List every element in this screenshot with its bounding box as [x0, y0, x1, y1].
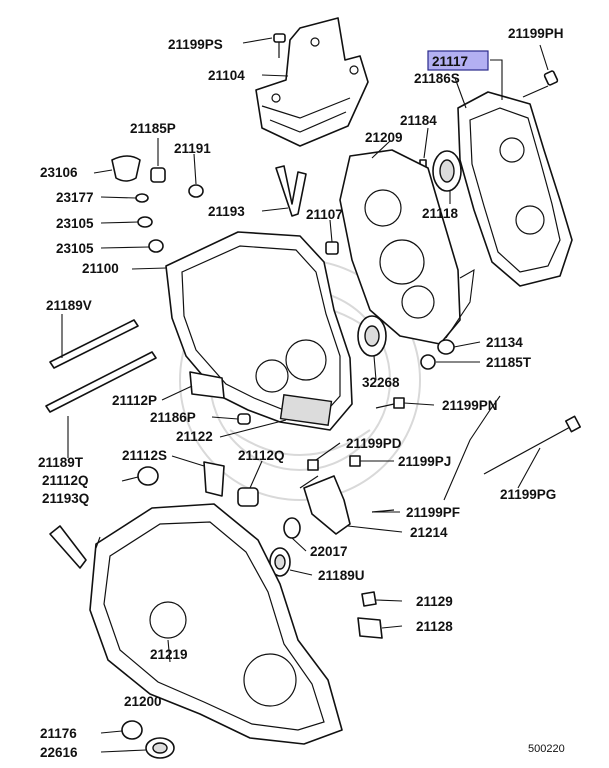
- bolt-21199pn-drawing: [375, 397, 405, 409]
- label-21176[interactable]: 21176: [40, 726, 77, 741]
- label-21112q-left[interactable]: 21112Q: [42, 473, 89, 488]
- bracket-21104-drawing: [255, 17, 369, 147]
- label-21112s[interactable]: 21112S: [122, 448, 167, 463]
- label-21107[interactable]: 21107: [306, 207, 343, 222]
- seals-right-drawing: [357, 315, 455, 370]
- label-32268[interactable]: 32268: [362, 375, 400, 390]
- highlighted-part-box: [427, 50, 489, 71]
- label-21209[interactable]: 21209: [365, 130, 403, 145]
- label-21184[interactable]: 21184: [400, 113, 437, 128]
- label-21189v[interactable]: 21189V: [46, 298, 92, 313]
- bolt-21199ps-drawing: [273, 33, 286, 58]
- label-21189u[interactable]: 21189U: [318, 568, 365, 583]
- label-21185p[interactable]: 21185P: [130, 121, 176, 136]
- part-labels: 21199PS 21104 21199PH 21117 21186S 21185…: [38, 26, 565, 760]
- label-23105-b[interactable]: 23105: [56, 241, 94, 256]
- label-22616[interactable]: 22616: [40, 745, 78, 760]
- leader-lines: [61, 37, 549, 753]
- label-21199ph[interactable]: 21199PH: [508, 26, 564, 41]
- seals-lower-drawing: [269, 517, 301, 577]
- seal-21118-drawing: [432, 150, 462, 192]
- label-21199pj[interactable]: 21199PJ: [398, 454, 451, 469]
- label-21104[interactable]: 21104: [208, 68, 245, 83]
- plate-21112p-drawing: [189, 371, 251, 425]
- label-21191[interactable]: 21191: [174, 141, 211, 156]
- label-21219[interactable]: 21219: [150, 647, 188, 662]
- parts-21129-21128-drawing: [357, 591, 383, 639]
- transmission-case-21100-drawing: [165, 231, 353, 431]
- label-23105-a[interactable]: 23105: [56, 216, 94, 231]
- label-22017[interactable]: 22017: [310, 544, 348, 559]
- label-21199pd[interactable]: 21199PD: [346, 436, 402, 451]
- label-21193[interactable]: 21193: [208, 204, 245, 219]
- label-21134[interactable]: 21134: [486, 335, 523, 350]
- label-21199pn[interactable]: 21199PN: [442, 398, 498, 413]
- label-21100[interactable]: 21100: [82, 261, 119, 276]
- label-21186s[interactable]: 21186S: [414, 71, 460, 86]
- label-23177[interactable]: 23177: [56, 190, 94, 205]
- label-21129[interactable]: 21129: [416, 594, 453, 609]
- label-21185t[interactable]: 21185T: [486, 355, 532, 370]
- label-21199pg[interactable]: 21199PG: [500, 487, 556, 502]
- seals-bottom-drawing: [121, 720, 175, 759]
- label-21214[interactable]: 21214: [410, 525, 448, 540]
- label-21118[interactable]: 21118: [422, 206, 459, 221]
- clutch-housing-21200-drawing: [89, 503, 343, 745]
- diagram-code: 500220: [528, 743, 565, 755]
- bolt-21199pg-drawing: [483, 415, 582, 475]
- label-21186p[interactable]: 21186P: [150, 410, 196, 425]
- fork-21193-drawing: [275, 165, 307, 217]
- bolt-21199ph-drawing: [522, 70, 559, 98]
- label-21112q-mid[interactable]: 21112Q: [238, 448, 285, 463]
- label-21128[interactable]: 21128: [416, 619, 453, 634]
- small-parts-left-drawing: [111, 155, 204, 253]
- label-21112p[interactable]: 21112P: [112, 393, 157, 408]
- label-23106[interactable]: 23106: [40, 165, 78, 180]
- shift-rails-drawing: [45, 319, 157, 413]
- label-21200[interactable]: 21200: [124, 694, 162, 709]
- label-21199ps[interactable]: 21199PS: [168, 37, 223, 52]
- label-21189t[interactable]: 21189T: [38, 455, 84, 470]
- label-21193q[interactable]: 21193Q: [42, 491, 89, 506]
- rear-cover-21117-drawing: [457, 91, 573, 287]
- small-parts-mid-drawing: [49, 461, 259, 569]
- plug-21107-drawing: [325, 241, 339, 255]
- label-21122[interactable]: 21122: [176, 429, 213, 444]
- label-21199pf[interactable]: 21199PF: [406, 505, 460, 520]
- label-21117[interactable]: 21117: [432, 54, 468, 69]
